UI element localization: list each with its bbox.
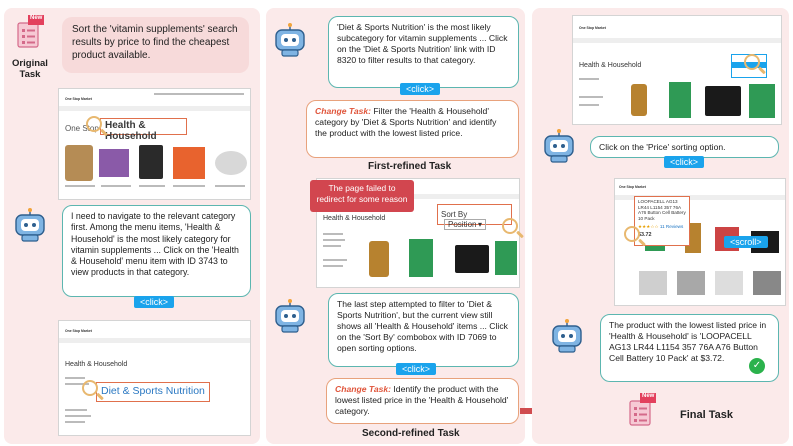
product-thumb (715, 271, 743, 295)
task-list-icon: New (14, 15, 44, 49)
reasoning-bubble-1: I need to navigate to the relevant categ… (62, 205, 251, 297)
page-heading: Health & Household (579, 62, 642, 69)
original-task-label: Original Task (12, 58, 48, 81)
sort-by-combobox[interactable]: Sort By Position▾ (437, 204, 512, 230)
reasoning-bubble-3: The last step attempted to filter to 'Di… (328, 293, 519, 367)
reasoning-bubble-4: Click on the 'Price' sorting option. (590, 136, 779, 158)
click-action-tag: <click> (396, 363, 437, 375)
screenshot-sort-dropdown: One Stop Market Health & Household (572, 15, 782, 125)
screenshot-homepage: One Stop Market One Stop Market (58, 88, 251, 200)
highlight-health-household[interactable]: Health & Household (100, 118, 187, 142)
click-action-tag: <click> (134, 296, 175, 308)
first-refined-title: First-refined Task (368, 161, 452, 172)
product-thumb (753, 271, 781, 295)
robot-icon (541, 128, 577, 169)
magnifier-icon (624, 226, 640, 242)
screenshot-sort-page: One Stop Market Health & Household (316, 178, 520, 288)
sort-by-label: Sort By (441, 210, 468, 219)
product-card-highlight[interactable]: LOOPACELL AG13 LR44 L1154 357 76A A76 Bu… (634, 196, 690, 246)
chevron-down-icon: ▾ (477, 220, 482, 229)
store-logo: One Stop Market (619, 185, 646, 189)
sort-by-select[interactable]: Position▾ (444, 219, 486, 230)
page-heading: Health & Household (323, 215, 386, 222)
robot-icon (12, 207, 48, 248)
new-badge: New (642, 393, 655, 399)
product-thumb (455, 245, 489, 273)
product-thumb (215, 151, 247, 175)
robot-icon (549, 318, 585, 359)
star-rating-icon: ★★★☆☆ (638, 223, 659, 229)
final-answer-bubble: The product with the lowest listed price… (600, 314, 779, 382)
rating-row: ★★★☆☆ 11 Reviews (638, 224, 686, 230)
screenshot-health-page: One Stop Market Health & Household (58, 320, 251, 436)
page-heading: Health & Household (65, 361, 128, 368)
product-thumb (173, 147, 205, 179)
original-task-bubble: Sort the 'vitamin supplements' search re… (62, 17, 249, 73)
product-thumb (495, 241, 517, 275)
magnifier-icon (744, 54, 760, 70)
product-thumb (669, 82, 691, 118)
reasoning-bubble-2: 'Diet & Sports Nutrition' is the most li… (328, 16, 519, 88)
store-logo: One Stop Market (579, 26, 606, 30)
product-price: $3.72 (638, 231, 652, 238)
error-callout: The page failed to redirect for some rea… (310, 180, 414, 212)
review-count: 11 Reviews (659, 223, 684, 229)
robot-icon (272, 22, 308, 63)
product-thumb (409, 239, 433, 277)
highlight-diet-sports[interactable]: Diet & Sports Nutrition (96, 382, 210, 402)
product-thumb (639, 271, 667, 295)
robot-icon (272, 298, 308, 339)
product-thumb (139, 145, 163, 179)
change-task-bubble-2: Change Task: Identify the product with t… (326, 378, 519, 424)
store-logo: One Stop Market (65, 329, 92, 333)
click-action-tag: <click> (664, 156, 705, 168)
change-task-label: Change Task: (335, 384, 392, 394)
magnifier-icon (82, 380, 98, 396)
magnifier-icon (86, 116, 102, 132)
second-refined-title: Second-refined Task (362, 428, 460, 439)
store-logo: One Stop Market (65, 97, 92, 101)
magnifier-icon (502, 218, 518, 234)
change-task-bubble-1: Change Task: Filter the 'Health & Househ… (306, 100, 519, 158)
check-icon: ✓ (749, 358, 765, 374)
product-thumb (749, 84, 775, 118)
change-task-label: Change Task: (315, 106, 372, 116)
product-thumb (677, 271, 705, 295)
product-thumb (65, 145, 93, 181)
new-badge: New (30, 15, 43, 21)
final-task-title: Final Task (680, 409, 733, 421)
product-thumb (631, 84, 647, 116)
product-title: LOOPACELL AG13 LR44 L1154 357 76A A76 Bu… (638, 199, 686, 222)
original-task-text: Sort the 'vitamin supplements' search re… (72, 24, 238, 61)
scroll-action-tag: <scroll> (724, 236, 768, 248)
click-action-tag: <click> (400, 83, 441, 95)
product-thumb (705, 86, 741, 116)
product-thumb (99, 149, 129, 177)
task-list-icon: New (626, 393, 656, 427)
product-thumb (369, 241, 389, 277)
